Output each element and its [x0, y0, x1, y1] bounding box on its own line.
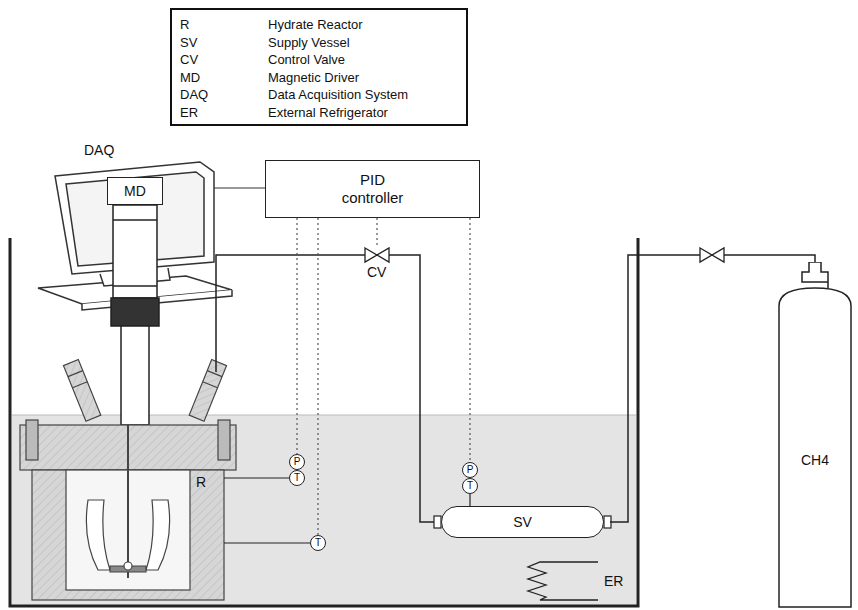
vessel-fitting	[604, 516, 611, 528]
sensor-lead	[224, 477, 289, 478]
gas-valve	[700, 248, 724, 262]
reactor-label: R	[196, 474, 206, 490]
data-wire	[214, 187, 265, 188]
computer	[38, 162, 232, 310]
device-label: DAQ	[84, 142, 114, 158]
legend-key: MD	[180, 69, 268, 87]
signal-line	[317, 218, 318, 535]
temperature-sensor: T	[289, 470, 305, 486]
node-text: SV	[513, 514, 532, 530]
refrigerator-coil	[528, 562, 598, 600]
node-text: CH4	[801, 452, 829, 468]
node-text: T	[294, 473, 300, 483]
vessel-fitting	[434, 516, 441, 528]
legend-text: Data Acquisition System	[268, 86, 458, 104]
temperature-sensor: T	[310, 535, 326, 551]
supply-vessel: SV	[441, 506, 604, 538]
sensor-lead	[469, 494, 470, 506]
legend-key: SV	[180, 34, 268, 52]
pid-controller: PID controller	[265, 160, 480, 218]
legend-text: Supply Vessel	[268, 34, 458, 52]
bath-water	[12, 415, 636, 605]
legend-key: R	[180, 16, 268, 34]
legend-box: RHydrate ReactorSVSupply VesselCVControl…	[170, 8, 468, 126]
refrigerator-label: ER	[604, 573, 623, 589]
legend-text: Hydrate Reactor	[268, 16, 458, 34]
magnetic-driver	[111, 205, 159, 425]
signal-line	[376, 218, 377, 248]
pressure-gauge: P	[462, 462, 478, 478]
temperature-sensor: T	[462, 478, 478, 494]
legend-key: ER	[180, 104, 268, 122]
signal-line	[469, 218, 470, 462]
gas-cylinder: CH4	[776, 262, 854, 608]
pressure-gauge: P	[289, 454, 305, 470]
node-text: MD	[124, 183, 146, 199]
control-valve	[365, 248, 389, 262]
valve-label: CV	[367, 264, 386, 280]
legend-text: Magnetic Driver	[268, 69, 458, 87]
legend-key: DAQ	[180, 86, 268, 104]
node-text: T	[467, 481, 473, 491]
node-text: PID controller	[328, 171, 418, 207]
node-text: P	[467, 465, 474, 475]
legend-key: CV	[180, 51, 268, 69]
legend-text: External Refrigerator	[268, 104, 458, 122]
signal-line	[296, 218, 297, 454]
sensor-lead	[224, 542, 310, 543]
legend-text: Control Valve	[268, 51, 458, 69]
node-text: P	[294, 457, 301, 467]
hydrate-reactor	[20, 360, 236, 600]
driver-box: MD	[107, 177, 163, 205]
cylinder-outline	[776, 262, 854, 608]
bath-wall	[10, 238, 638, 606]
node-text: T	[315, 538, 321, 548]
gas-pipe	[216, 255, 434, 522]
